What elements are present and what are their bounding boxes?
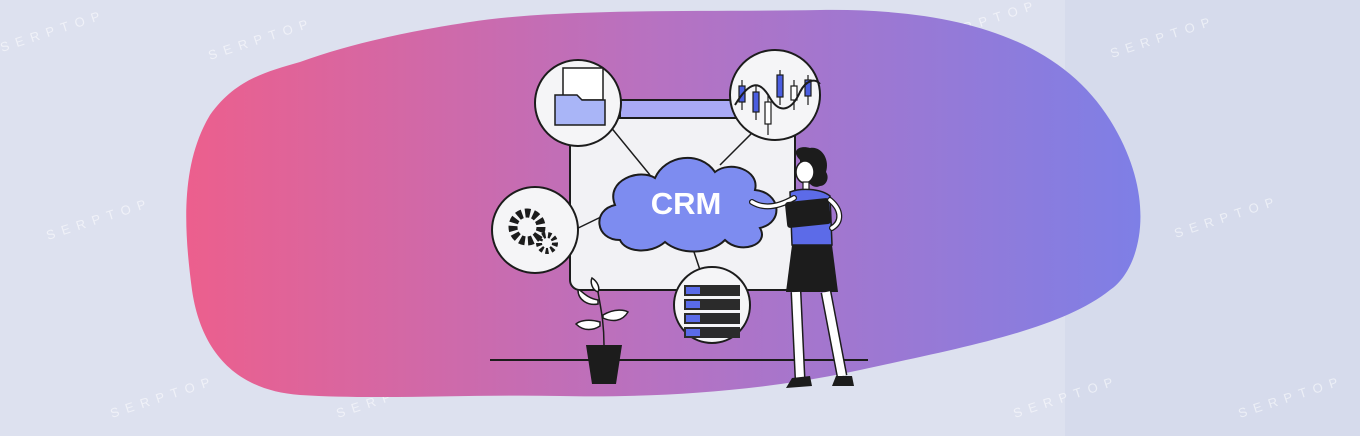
gears-icon [508, 208, 558, 254]
potted-plant [574, 276, 630, 384]
candlestick-chart-icon [734, 70, 821, 135]
woman-figure [749, 147, 854, 388]
crm-label: CRM [651, 186, 722, 221]
candlestick-bubble [729, 49, 821, 141]
crm-cloud: CRM [598, 156, 778, 253]
folder-icon [554, 67, 606, 126]
server-bubble [673, 266, 751, 344]
gears-bubble [491, 186, 579, 274]
folder-bubble [534, 59, 622, 147]
server-rack-icon [684, 285, 740, 338]
